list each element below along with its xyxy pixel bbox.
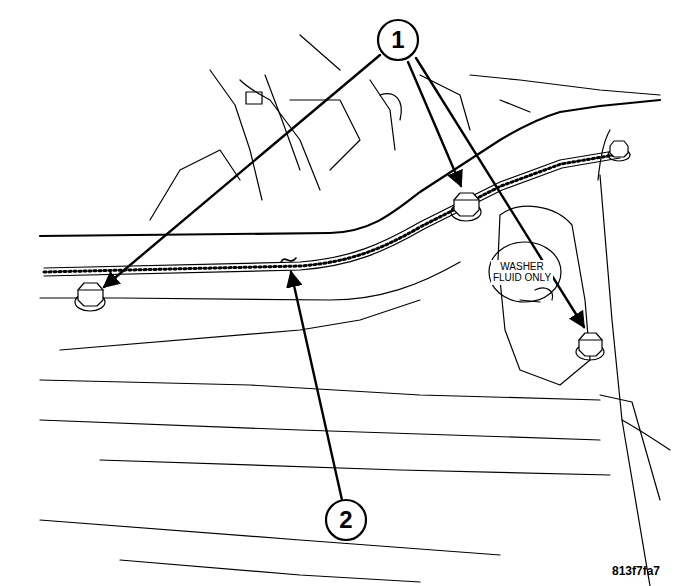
cap-text: WASHER FLUID ONLY (491, 260, 553, 285)
callout-number: 2 (339, 508, 352, 532)
figure-id: 813f7fa7 (612, 565, 660, 577)
callout-number: 1 (391, 28, 404, 52)
